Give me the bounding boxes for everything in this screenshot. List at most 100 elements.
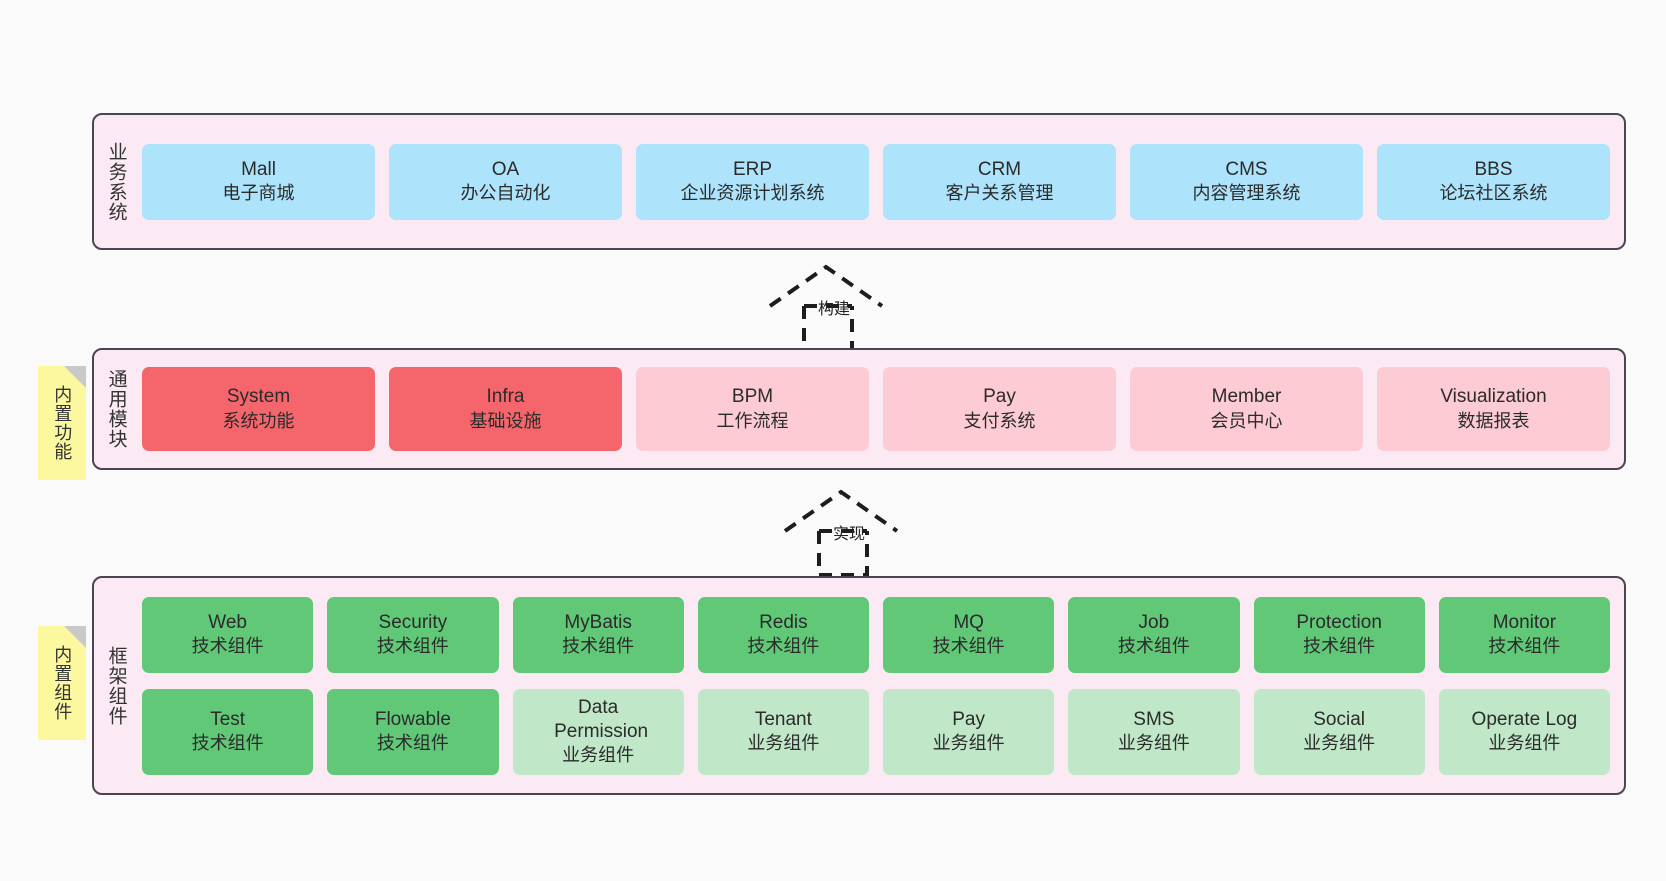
card-crm[interactable]: CRM 客户关系管理	[883, 143, 1116, 220]
card-title: BPM	[731, 386, 774, 408]
card-mq[interactable]: MQ 技术组件	[883, 596, 1055, 673]
card-title: MQ	[953, 611, 984, 633]
card-subtitle: 会员中心	[1210, 410, 1283, 431]
card-flowable[interactable]: Flowable 技术组件	[327, 688, 499, 775]
connector-build-arrow	[768, 264, 884, 352]
card-mybatis[interactable]: MyBatis 技术组件	[512, 596, 684, 673]
note-builtin-function[interactable]: 内置功能	[38, 366, 86, 480]
card-title: BBS	[1474, 158, 1513, 180]
card-title: Infra	[486, 386, 525, 408]
card-bpm[interactable]: BPM 工作流程	[636, 367, 869, 451]
layer-body-common-module: System 系统功能 Infra 基础设施 BPM 工作流程 Pay 支付系统…	[138, 350, 1624, 468]
card-subtitle: 工作流程	[716, 410, 789, 431]
card-subtitle: 业务组件	[562, 745, 635, 766]
note-fold-corner-icon	[64, 626, 86, 648]
card-mall[interactable]: Mall 电子商城	[142, 143, 375, 220]
card-social[interactable]: Social 业务组件	[1253, 688, 1425, 775]
card-subtitle: 企业资源计划系统	[680, 183, 825, 204]
card-test[interactable]: Test 技术组件	[142, 688, 314, 775]
card-title: Monitor	[1492, 611, 1557, 633]
note-label: 内置组件	[52, 645, 73, 721]
card-subtitle: 数据报表	[1457, 410, 1530, 431]
connector-implement-label: 实现	[833, 526, 866, 543]
card-title: System	[226, 386, 291, 408]
card-title: Pay	[983, 386, 1016, 408]
layer-body-business-system: Mall 电子商城 OA 办公自动化 ERP 企业资源计划系统 CRM 客户关系…	[138, 115, 1624, 248]
card-row: System 系统功能 Infra 基础设施 BPM 工作流程 Pay 支付系统…	[142, 367, 1610, 451]
layer-title-framework-component: 框架组件	[105, 645, 127, 726]
card-subtitle: 业务组件	[932, 733, 1005, 754]
card-title: ERP	[732, 158, 773, 180]
card-job[interactable]: Job 技术组件	[1068, 596, 1240, 673]
card-system[interactable]: System 系统功能	[142, 367, 375, 451]
card-protection[interactable]: Protection 技术组件	[1253, 596, 1425, 673]
note-fold-corner-icon	[64, 366, 86, 388]
card-security[interactable]: Security 技术组件	[327, 596, 499, 673]
card-member[interactable]: Member 会员中心	[1130, 367, 1363, 451]
card-oa[interactable]: OA 办公自动化	[389, 143, 622, 220]
card-title: CMS	[1225, 158, 1268, 180]
card-subtitle: 技术组件	[932, 636, 1005, 657]
card-subtitle: 技术组件	[747, 636, 820, 657]
card-subtitle: 业务组件	[1117, 733, 1190, 754]
card-redis[interactable]: Redis 技术组件	[697, 596, 869, 673]
card-subtitle: 客户关系管理	[945, 183, 1054, 204]
connector-implement-arrow	[783, 489, 899, 577]
card-title: Pay	[952, 708, 985, 730]
card-subtitle: 技术组件	[376, 733, 449, 754]
layer-common-module[interactable]: 通用模块 System 系统功能 Infra 基础设施 BPM 工作流程 Pay…	[92, 348, 1626, 470]
layer-business-system[interactable]: 业务系统 Mall 电子商城 OA 办公自动化 ERP 企业资源计划系统 CRM…	[92, 113, 1626, 250]
card-title: MyBatis	[564, 611, 632, 633]
card-web[interactable]: Web 技术组件	[142, 596, 314, 673]
card-title: Redis	[759, 611, 808, 633]
card-pay-module[interactable]: Pay 支付系统	[883, 367, 1116, 451]
card-title: Mall	[241, 158, 276, 180]
card-visualization[interactable]: Visualization 数据报表	[1377, 367, 1610, 451]
card-infra[interactable]: Infra 基础设施	[389, 367, 622, 451]
card-tenant[interactable]: Tenant 业务组件	[697, 688, 869, 775]
card-subtitle: 电子商城	[222, 183, 295, 204]
card-erp[interactable]: ERP 企业资源计划系统	[636, 143, 869, 220]
card-title: Job	[1138, 611, 1170, 633]
card-monitor[interactable]: Monitor 技术组件	[1438, 596, 1610, 673]
card-bbs[interactable]: BBS 论坛社区系统	[1377, 143, 1610, 220]
card-title: Web	[208, 611, 247, 633]
card-row: Test 技术组件 Flowable 技术组件 Data Permission …	[142, 688, 1610, 775]
layer-title-common-module: 通用模块	[105, 369, 127, 449]
card-title: Flowable	[374, 708, 451, 730]
card-subtitle: 技术组件	[1488, 636, 1561, 657]
card-subtitle: 技术组件	[1303, 636, 1376, 657]
card-subtitle: 论坛社区系统	[1439, 183, 1548, 204]
card-title: Operate Log	[1471, 708, 1578, 730]
card-subtitle: 业务组件	[1488, 733, 1561, 754]
card-title: Visualization	[1440, 386, 1547, 408]
card-subtitle: 办公自动化	[460, 183, 551, 204]
card-title: Security	[378, 611, 448, 633]
card-row: Web 技术组件 Security 技术组件 MyBatis 技术组件 Redi…	[142, 596, 1610, 673]
card-pay-component[interactable]: Pay 业务组件	[883, 688, 1055, 775]
card-title: Member	[1211, 386, 1282, 408]
card-title: Test	[210, 708, 246, 730]
card-subtitle: 基础设施	[469, 410, 542, 431]
card-subtitle: 技术组件	[376, 636, 449, 657]
card-title: Tenant	[754, 708, 812, 730]
layer-title-business-system: 业务系统	[105, 141, 127, 222]
card-row: Mall 电子商城 OA 办公自动化 ERP 企业资源计划系统 CRM 客户关系…	[142, 143, 1610, 220]
card-subtitle: 内容管理系统	[1192, 183, 1301, 204]
card-title: OA	[491, 158, 520, 180]
card-sms[interactable]: SMS 业务组件	[1068, 688, 1240, 775]
card-cms[interactable]: CMS 内容管理系统	[1130, 143, 1363, 220]
layer-framework-component[interactable]: 框架组件 Web 技术组件 Security 技术组件 MyBatis 技术组件…	[92, 576, 1626, 795]
card-title: SMS	[1133, 708, 1175, 730]
card-subtitle: 技术组件	[1117, 636, 1190, 657]
card-operate-log[interactable]: Operate Log 业务组件	[1438, 688, 1610, 775]
card-subtitle: 技术组件	[191, 733, 264, 754]
card-subtitle: 业务组件	[747, 733, 820, 754]
card-subtitle: 系统功能	[222, 410, 295, 431]
note-label: 内置功能	[52, 385, 73, 461]
note-builtin-component[interactable]: 内置组件	[38, 626, 86, 740]
card-subtitle: 技术组件	[562, 636, 635, 657]
card-data-permission[interactable]: Data Permission 业务组件	[512, 688, 684, 775]
card-subtitle: 支付系统	[963, 410, 1036, 431]
